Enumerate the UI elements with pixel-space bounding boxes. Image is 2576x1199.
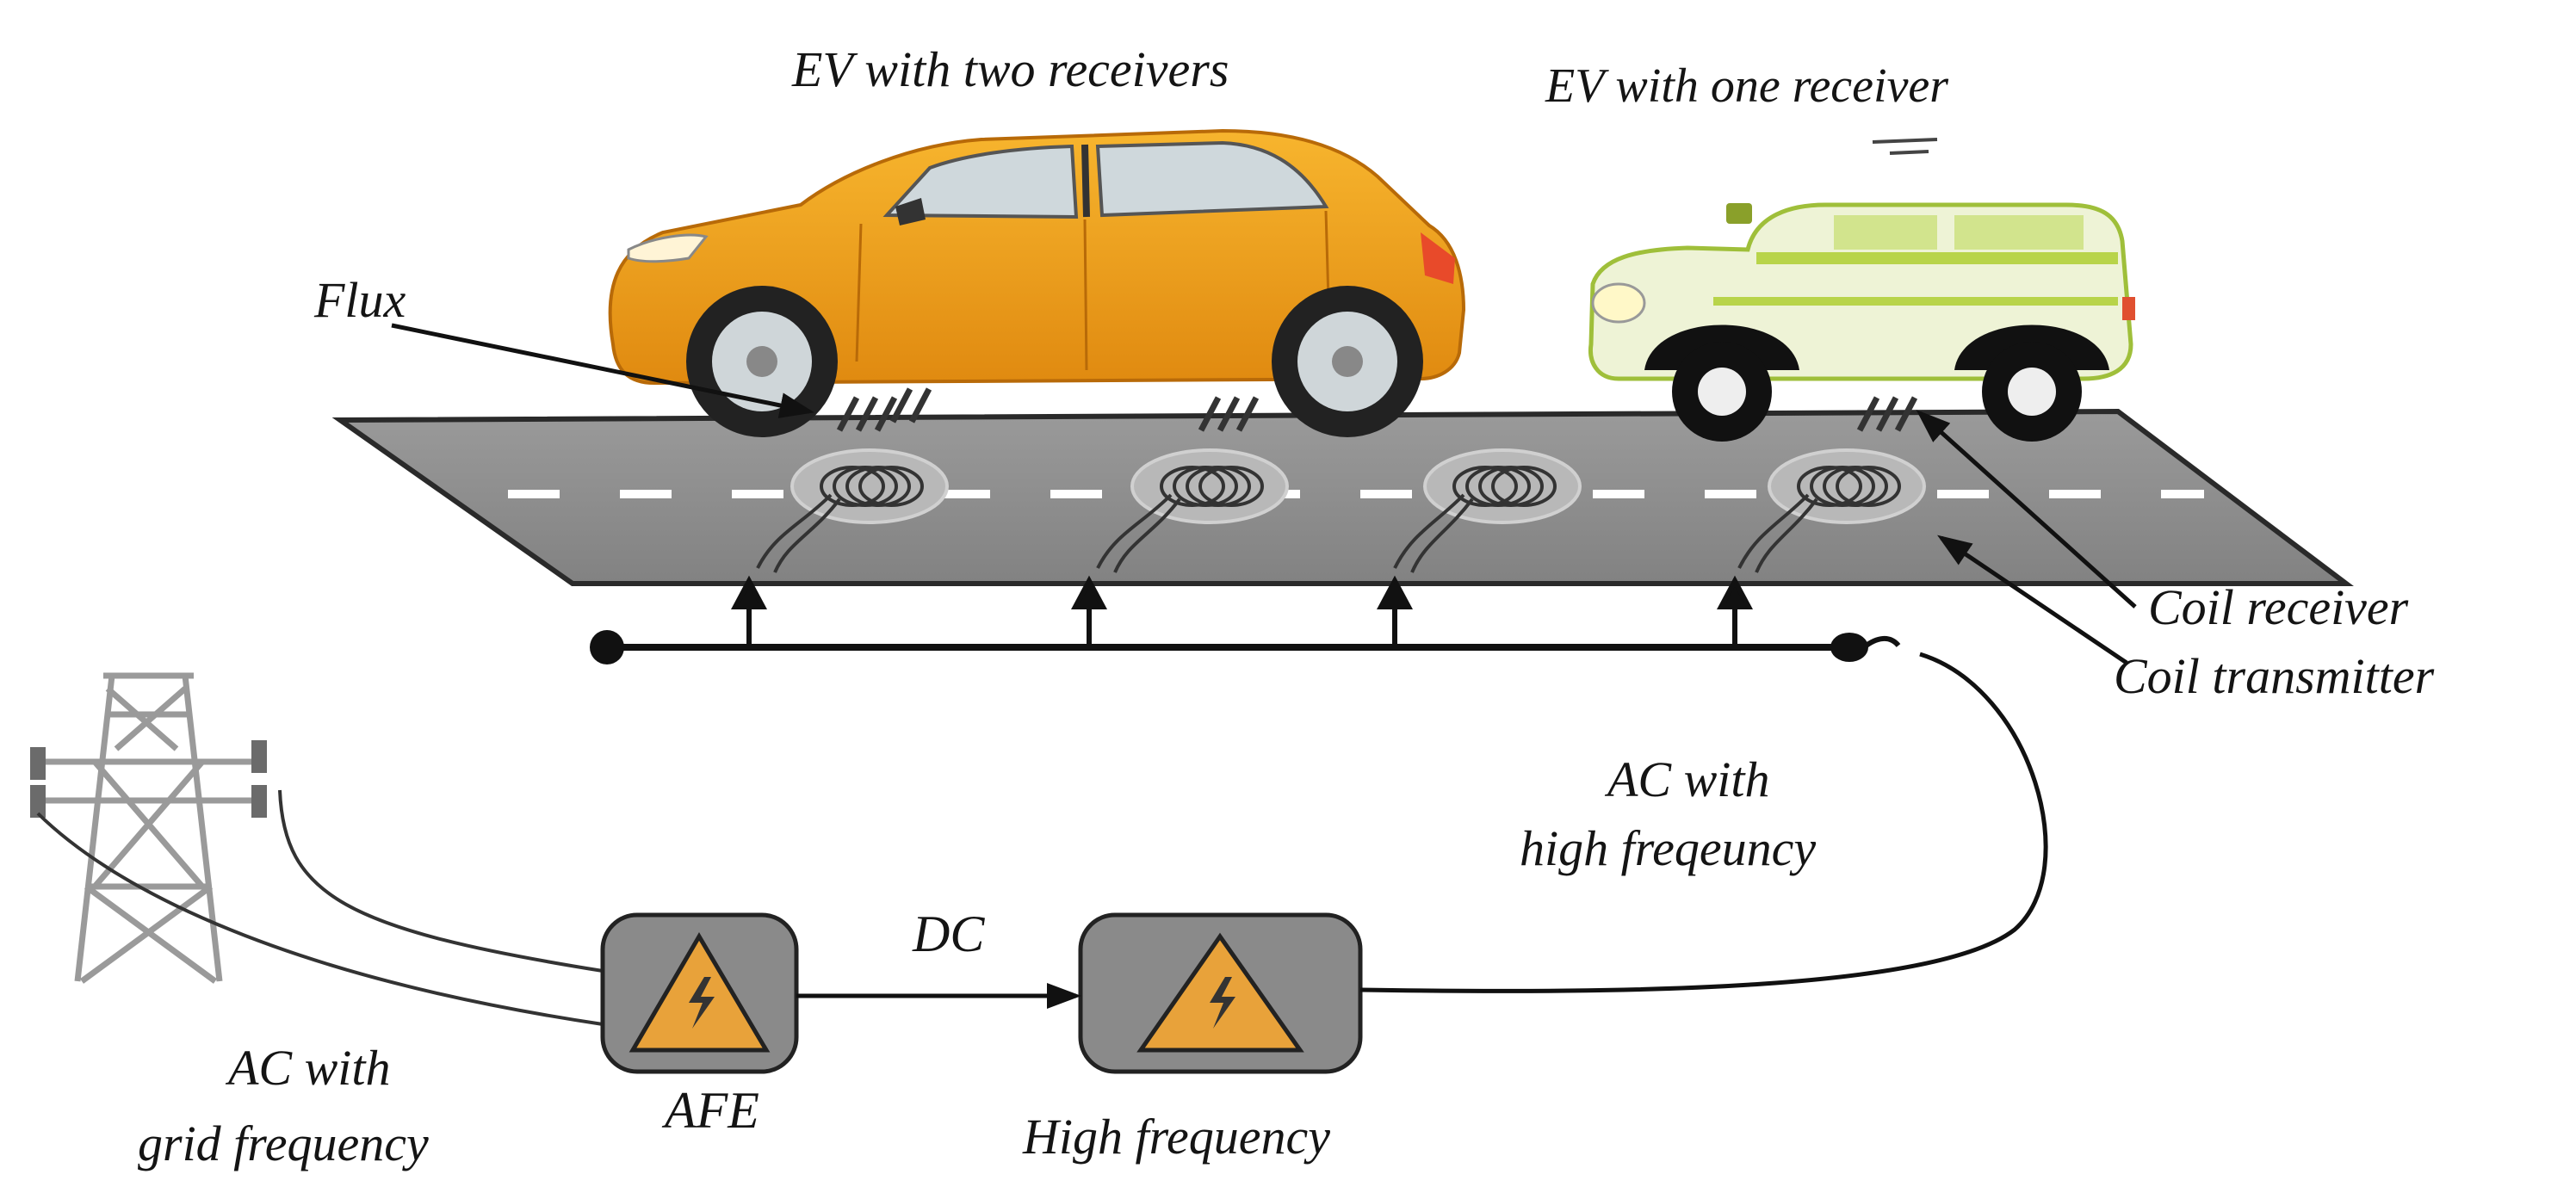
- grid-wire-1: [278, 789, 604, 973]
- transmission-tower-icon: [30, 672, 267, 984]
- feed-bus: [590, 575, 1901, 664]
- coil-receiver-label: Coil receiver: [2148, 579, 2409, 635]
- hf-feeder-line: [1359, 652, 2048, 993]
- van-wheel-front: [1672, 342, 1772, 442]
- car-wheel-rear: [1272, 286, 1423, 437]
- van-wheel-rear: [1982, 342, 2082, 442]
- warning-lightning-icon: [1136, 932, 1304, 1053]
- coil-receiver-pointer: [1916, 409, 2137, 609]
- coil-transmitter-1: [756, 448, 949, 573]
- high-frequency-converter: [1078, 912, 1363, 1074]
- warning-lightning-icon: [629, 932, 771, 1053]
- coil-transmitter-pointer: [1937, 535, 2128, 665]
- flux-marks: [836, 387, 1918, 432]
- ac-high-frequency-label-line2: high freqeuncy: [1520, 820, 1816, 876]
- grid-wire-2: [36, 812, 604, 1026]
- afe-label: AFE: [661, 1082, 759, 1139]
- ev-two-receivers-label: EV with two receivers: [791, 41, 1229, 97]
- ac-grid-frequency-label-line2: grid frequency: [138, 1116, 429, 1171]
- afe-converter: [600, 912, 799, 1074]
- ev-one-receiver-label: EV with one receiver: [1545, 59, 1948, 113]
- high-frequency-label: High frequency: [1022, 1109, 1330, 1165]
- flux-label: Flux: [313, 272, 406, 328]
- coil-transmitter-3: [1393, 448, 1582, 573]
- coil-transmitter-2: [1096, 448, 1289, 573]
- coil-transmitter-4: [1737, 448, 1926, 573]
- ev-two-receivers-car: [608, 128, 1466, 437]
- car-wheel-front: [686, 286, 838, 437]
- coil-transmitter-label: Coil transmitter: [2114, 648, 2435, 704]
- ac-high-frequency-label-line1: AC with: [1604, 751, 1770, 807]
- flux-arrow: [391, 323, 814, 418]
- ac-grid-frequency-label-line1: AC with: [225, 1040, 391, 1096]
- ev-one-receiver-car: [1588, 138, 2135, 442]
- dc-label: DC: [912, 905, 985, 962]
